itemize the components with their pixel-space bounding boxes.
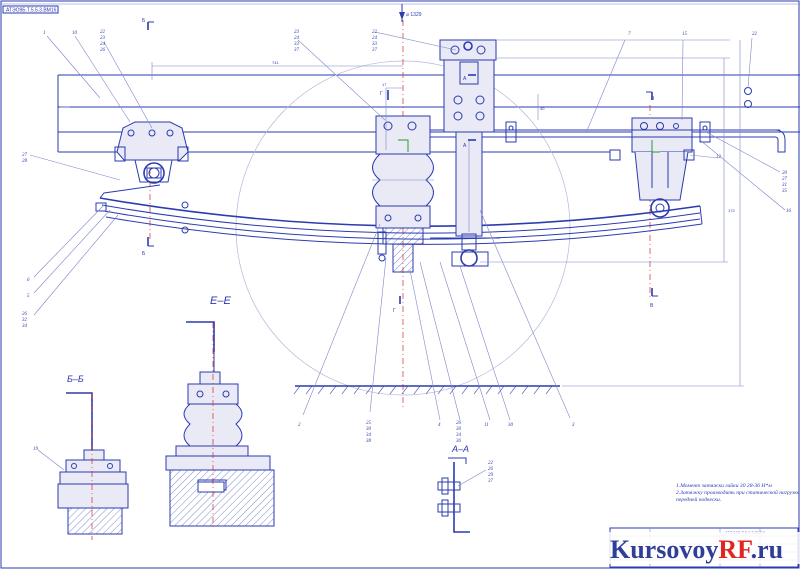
top-mark-label: ⌀ 1329 xyxy=(406,12,422,18)
callout-15: 15 xyxy=(682,32,688,37)
cut-v-bottom: В xyxy=(650,303,654,309)
callout-23-3: 33 xyxy=(294,42,300,47)
callout-26a-2: 32 xyxy=(22,318,28,323)
callout-22a-2: 23 xyxy=(100,36,106,41)
callout-23-1: 23 xyxy=(294,30,300,35)
callout-20-2: 27 xyxy=(782,177,788,182)
callout-22b-3: 33 xyxy=(372,42,378,47)
cut-g-bottom: Г xyxy=(393,308,396,314)
cut-v-top: В xyxy=(651,96,655,102)
corner-stamp: АТЭО9Б.Т.5.5.3.ВМ16 xyxy=(2,5,59,14)
callout-1: 1 xyxy=(43,31,46,36)
watermark-text: KursovoyRF.ru xyxy=(610,535,783,564)
callout-22d-3: 29 xyxy=(488,473,494,478)
callout-10: 10 xyxy=(72,31,78,36)
callout-22b-4: 37 xyxy=(372,48,378,53)
callout-25-3: 34 xyxy=(366,433,372,438)
frame-bolts xyxy=(744,87,752,108)
callout-22d-4: 37 xyxy=(488,479,494,484)
callout-26a-1: 26 xyxy=(22,312,28,317)
watermark: KursovoyRF.ru xyxy=(606,532,800,564)
dim-172: 172 xyxy=(728,208,735,213)
cut-g-top: Г xyxy=(380,91,383,97)
top-mark: ⌀ 1329 xyxy=(399,4,422,22)
callout-30: 30 xyxy=(508,423,514,428)
note-line-1: 1.Момент затяжки гайки 30 28-36 Н*м xyxy=(676,482,772,489)
callout-2: 2 xyxy=(298,423,301,428)
callout-11: 11 xyxy=(484,423,489,428)
section-a-a-title: А–А xyxy=(451,444,469,454)
callout-20-1: 20 xyxy=(782,171,788,176)
dim-40: 40 xyxy=(540,106,545,111)
ground-line xyxy=(293,385,560,395)
callout-20-4: 35 xyxy=(782,189,788,194)
air-bellows xyxy=(372,115,434,229)
cut-b-bottom: Б xyxy=(142,251,146,257)
callout-19: 12 xyxy=(716,155,722,160)
section-b-b-title: Б–Б xyxy=(67,374,84,384)
technical-notes: 1.Момент затяжки гайки 30 28-36 Н*м 2.За… xyxy=(676,482,800,503)
section-view-a-a: А–А 22 26 29 37 xyxy=(437,444,494,533)
callout-22b-1: 22 xyxy=(372,30,378,35)
callout-22d-1: 22 xyxy=(488,461,494,466)
dim-741: 741 xyxy=(272,60,279,65)
rear-bracket xyxy=(609,117,695,218)
callout-5: 5 xyxy=(27,294,30,299)
callout-4: 4 xyxy=(438,423,441,428)
front-bracket xyxy=(114,121,189,184)
callout-26a-3: 34 xyxy=(22,324,28,329)
note-line-2: 2.Затяжку производить при статической на… xyxy=(676,489,800,496)
callout-16: 16 xyxy=(786,209,792,214)
callout-26b-3: 34 xyxy=(456,433,462,438)
callout-20-3: 31 xyxy=(782,183,787,188)
callout-22a-1: 22 xyxy=(100,30,106,35)
callout-22a-4: 26 xyxy=(100,48,106,53)
cut-a-bottom: А xyxy=(463,143,467,149)
callout-22d-2: 26 xyxy=(488,467,494,472)
callout-6: 6 xyxy=(27,278,30,283)
callout-22a-3: 24 xyxy=(100,42,106,47)
stamp-code: АТЭО9Б.Т.5.5.3.ВМ16 xyxy=(6,7,57,13)
cut-a-top: А xyxy=(463,76,467,82)
callout-25-2: 30 xyxy=(366,427,372,432)
section-cut-marks: Б Б В В Г Г А А xyxy=(142,18,658,314)
callout-25-1: 25 xyxy=(366,421,372,426)
callout-26b-2: 30 xyxy=(456,427,462,432)
callout-27-1: 27 xyxy=(22,153,28,158)
cut-b-top: Б xyxy=(142,18,146,24)
callout-23-2: 24 xyxy=(294,36,300,41)
note-line-3: передней подвески. xyxy=(676,496,721,503)
section-view-b-b: Б–Б 19 xyxy=(33,374,129,540)
callout-labels: 1 10 22 23 24 26 23 24 33 37 22 24 33 37… xyxy=(22,30,792,444)
dim-17: 17 xyxy=(382,82,387,87)
axle-beam xyxy=(377,227,500,273)
callout-26b-1: 26 xyxy=(456,421,462,426)
section-view-e-e: Е–Е xyxy=(165,295,275,530)
callout-7: 7 xyxy=(628,32,631,37)
callout-3: 3 xyxy=(572,423,575,428)
callout-22c: 22 xyxy=(752,32,758,37)
callout-14: 19 xyxy=(33,447,39,452)
callout-22b-2: 24 xyxy=(372,36,378,41)
callout-26b-4: 36 xyxy=(456,439,462,444)
shock-upper-bracket xyxy=(439,39,497,133)
callout-27-2: 28 xyxy=(22,159,28,164)
section-e-e-title: Е–Е xyxy=(210,295,231,307)
callout-25-4: 38 xyxy=(366,439,372,444)
leader-lines xyxy=(29,31,786,421)
shock-absorber xyxy=(451,131,489,267)
callout-23-4: 37 xyxy=(294,48,300,53)
